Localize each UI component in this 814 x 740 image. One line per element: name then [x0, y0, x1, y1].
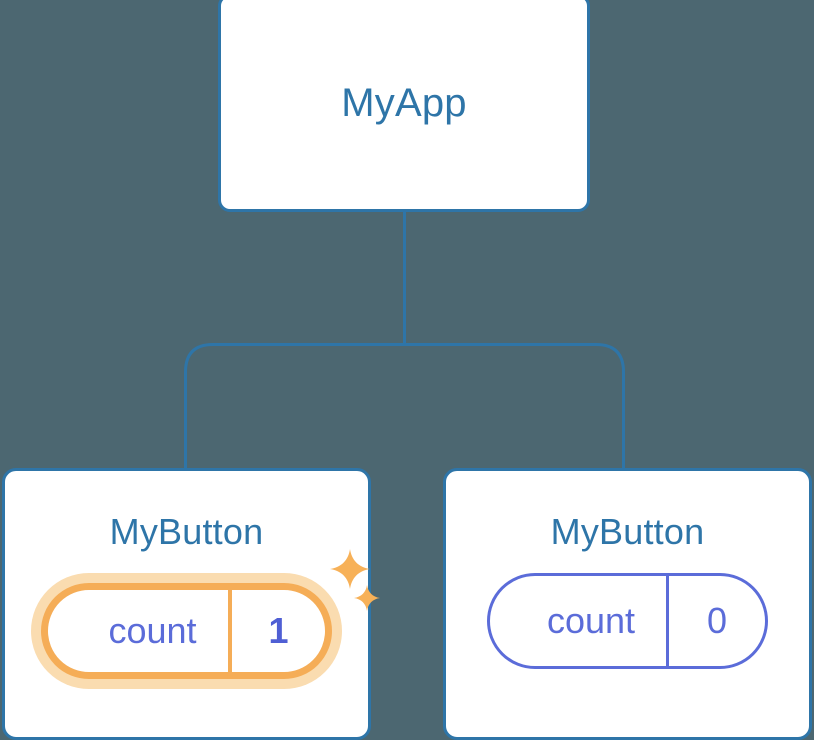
state-pill-right[interactable]: count 0 — [486, 573, 769, 669]
state-pill-left-key: count — [108, 610, 197, 651]
state-pill-left-wrap: count 1 — [31, 549, 380, 689]
state-pill-right-wrap: count 0 — [486, 573, 769, 669]
state-pill-right-key: count — [546, 600, 636, 641]
node-mybutton-left-title: MyButton — [109, 511, 264, 552]
state-pill-left-glow: count 1 — [31, 573, 342, 689]
node-mybutton-right[interactable]: MyButton count 0 — [443, 468, 812, 740]
node-myapp[interactable]: MyApp — [218, 0, 590, 212]
node-myapp-title: MyApp — [341, 81, 467, 125]
sparkle-icon — [353, 585, 380, 611]
state-pill-right-value: 0 — [665, 576, 765, 666]
state-pill-left-value: 1 — [228, 590, 324, 672]
connector-branches — [184, 343, 625, 472]
sparkle-icon — [329, 549, 370, 589]
node-mybutton-left[interactable]: MyButton count 1 — [2, 468, 380, 740]
state-pill-left[interactable]: count 1 — [41, 583, 332, 679]
node-mybutton-right-title: MyButton — [550, 511, 705, 552]
